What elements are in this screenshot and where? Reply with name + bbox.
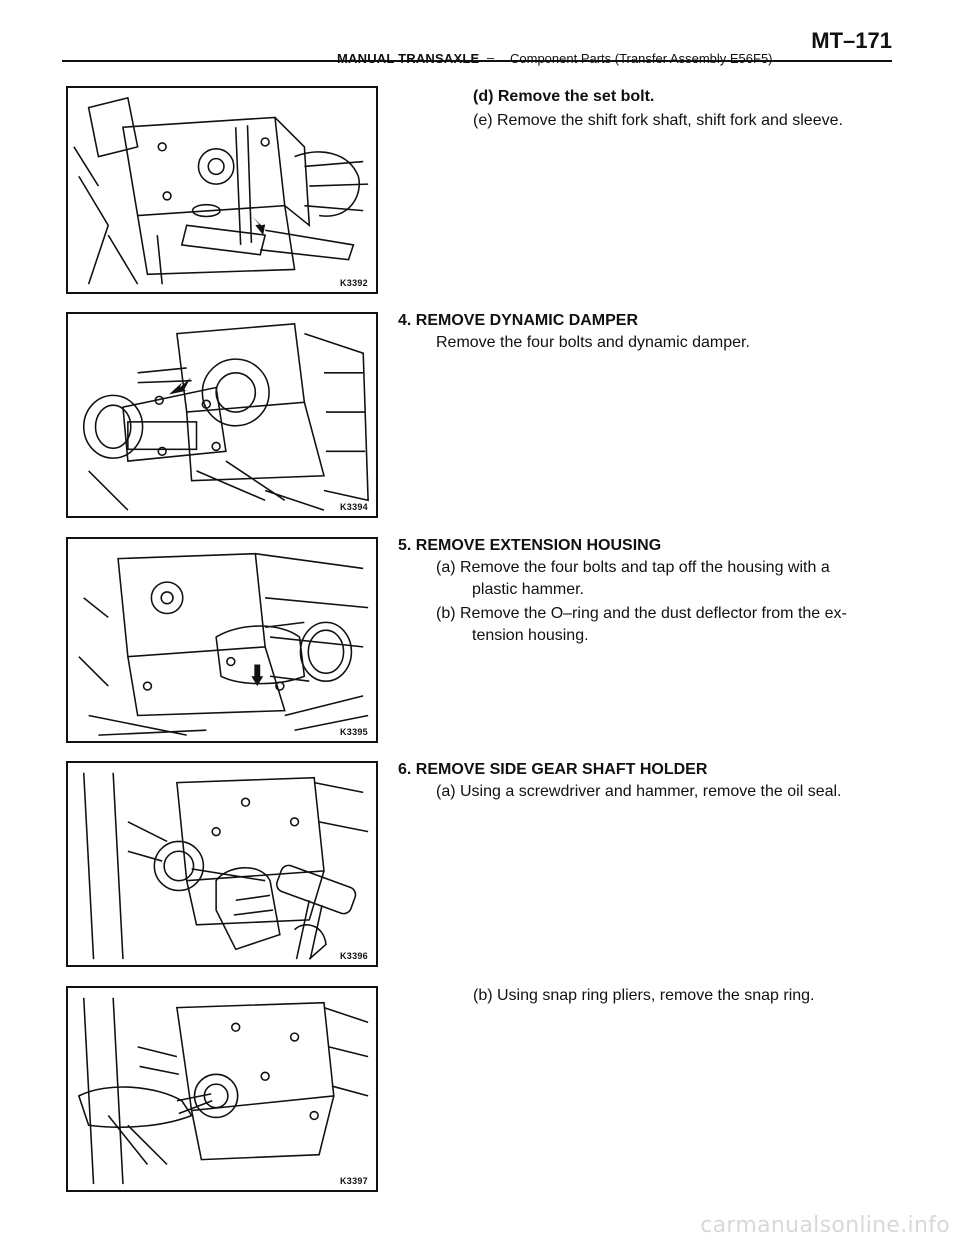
header-section-title: MANUAL TRANSAXLE [337,51,480,66]
watermark: carmanualsonline.info [700,1213,950,1238]
header-subsection-title: Component Parts (Transfer Assembly E56F5… [510,51,773,66]
header-separator: – [487,50,495,65]
step4-title: 4. REMOVE DYNAMIC DAMPER [398,312,639,329]
step6-substep-a: (a) Using a screwdriver and hammer, remo… [436,783,842,800]
figure-dynamic-damper: K3394 [66,312,378,518]
step4-block: 4. REMOVE DYNAMIC DAMPER Remove the four… [398,310,878,354]
figure-illustration [77,997,369,1185]
figure-label: K3395 [337,727,370,737]
substep-d: (d) Remove the set bolt. [473,88,655,105]
figure-extension-housing: K3395 [66,537,378,743]
step5-b-line1: (b) Remove the O–ring and the dust defle… [436,605,847,622]
figure-label: K3392 [337,278,370,288]
figure-illustration [78,552,369,736]
step5-title: 5. REMOVE EXTENSION HOUSING [398,537,662,554]
step6-title: 6. REMOVE SIDE GEAR SHAFT HOLDER [398,761,708,778]
step3-substeps: (d) Remove the set bolt. (e) Remove the … [473,86,893,132]
figure-oil-seal-removal: K3396 [66,761,378,967]
figure-illustration [82,322,369,511]
step5-a-line2: plastic hammer. [472,581,585,598]
step5-substep-b: (b) Remove the O–ring and the dust defle… [398,603,870,647]
page-number: MT–171 [811,28,892,53]
step6-substep-b: (b) Using snap ring pliers, remove the s… [473,987,815,1004]
figure-snap-ring-removal: K3397 [66,986,378,1192]
figure-illustration [73,96,369,285]
substep-e: (e) Remove the shift fork shaft, shift f… [473,112,843,129]
figure-illustration [82,772,369,960]
step5-block: 5. REMOVE EXTENSION HOUSING (a) Remove t… [398,535,870,647]
figure-set-bolt: K3392 [66,86,378,294]
figure-label: K3396 [337,951,370,961]
step5-substep-a: (a) Remove the four bolts and tap off th… [398,557,870,601]
step5-b-line2: tension housing. [472,627,589,644]
figure-label: K3397 [337,1176,370,1186]
figure-label: K3394 [337,502,370,512]
header-rule [62,60,892,62]
step6-substep-b-block: (b) Using snap ring pliers, remove the s… [473,985,893,1007]
step5-a-line1: (a) Remove the four bolts and tap off th… [436,559,830,576]
step4-text: Remove the four bolts and dynamic damper… [436,334,750,351]
page-header: MANUAL TRANSAXLE – Component Parts (Tran… [62,26,892,66]
step6-block: 6. REMOVE SIDE GEAR SHAFT HOLDER (a) Usi… [398,759,878,803]
